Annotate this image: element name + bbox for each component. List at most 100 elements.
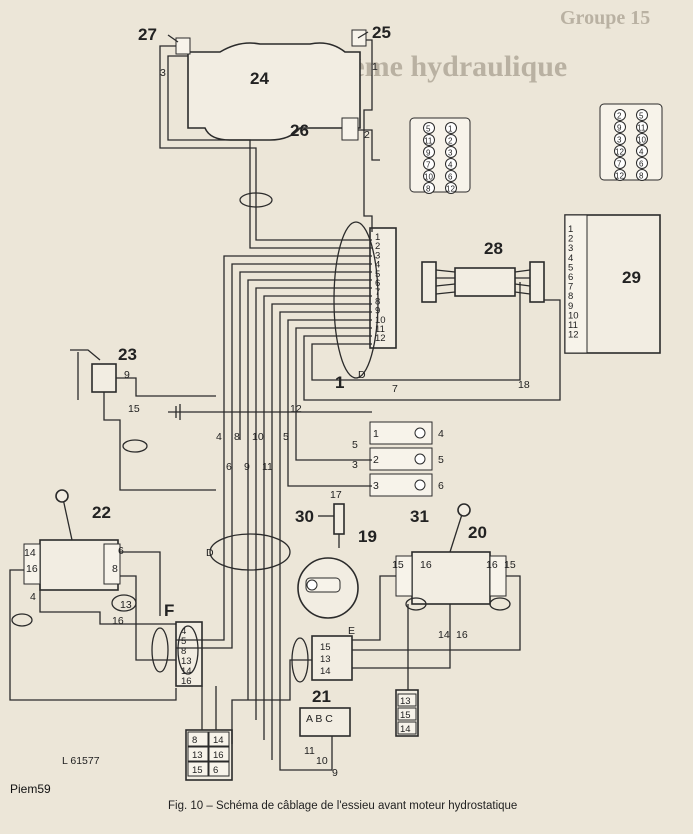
pin31-6: 6 [438, 480, 444, 492]
connector-bottom-cell [208, 731, 230, 747]
footer: L 61577 Piem59 Fig. 10 – Schéma de câbla… [10, 755, 517, 812]
connector-small-pin: 13 [400, 696, 411, 707]
connector-bottom-pin: 14 [213, 735, 224, 746]
connector-29-pin: 12 [568, 330, 579, 341]
connector-1-pin: 4 [375, 260, 380, 271]
grid-pin-label: 5 [639, 112, 644, 121]
grid-pin-label: 4 [448, 161, 453, 170]
label-17: 17 [330, 489, 342, 501]
grid-pin [423, 122, 435, 134]
label-29: 29 [622, 268, 641, 287]
wire-4-l: 4 [30, 591, 36, 603]
wire-18: 18 [518, 379, 530, 391]
connector-29-pin: 4 [568, 253, 573, 264]
wire-2: 2 [364, 129, 370, 141]
grid-pin [423, 182, 435, 194]
wire-10: 10 [252, 431, 264, 443]
grid-pin-label: 6 [448, 173, 453, 182]
grid-pin-label: 5 [426, 125, 431, 134]
grid-pin-label: 3 [617, 136, 622, 145]
grid-pin [614, 169, 626, 181]
connector-29-pin: 6 [568, 272, 573, 283]
wire-16-l: 16 [26, 563, 38, 575]
grid-pin [614, 121, 626, 133]
wire-15-r2: 15 [504, 559, 516, 571]
connector-bottom-pin: 13 [192, 750, 203, 761]
grid-pin [636, 169, 648, 181]
label-25: 25 [372, 23, 391, 42]
label-23: 23 [118, 345, 137, 364]
wire-11-b: 11 [304, 745, 315, 757]
grid-pin [445, 182, 457, 194]
connector-bottom-pin: 16 [213, 750, 224, 761]
grid-pin [614, 145, 626, 157]
label-26: 26 [290, 121, 309, 140]
label-27: 27 [138, 25, 157, 44]
connector-small-cell [397, 707, 417, 721]
wire-14-l: 14 [24, 547, 36, 559]
wire-12: 12 [290, 403, 302, 415]
grid-pin [636, 133, 648, 145]
grid-pin-label: 12 [615, 172, 624, 181]
wire-9b: 9 [244, 461, 250, 473]
label-22: 22 [92, 503, 111, 522]
wire-5b: 5 [352, 439, 358, 451]
grid-pin [636, 109, 648, 121]
wiring-harness: 3 1 2 7 18 12 5 4 8 10 6 9 11 5 3 [9, 39, 561, 771]
connector-29-pin: 10 [568, 310, 579, 321]
group-heading: Groupe 15 [560, 7, 650, 29]
connector-mid-pin: 14 [320, 666, 331, 677]
connector-bottom-cell [208, 761, 230, 777]
wire-16-l2: 16 [112, 615, 124, 627]
grid-pin [614, 109, 626, 121]
grid-pin-label: 9 [617, 124, 622, 133]
component-21: 21 A B C 11 10 9 [299, 687, 351, 779]
connector-bottom-pin: 8 [192, 735, 197, 746]
connector-bottom-cell [187, 731, 209, 747]
connector-F-pin: 13 [181, 656, 192, 667]
connector-29-pin: 9 [568, 301, 573, 312]
connector-F-pin: 4 [181, 626, 186, 637]
connector-29-pin: 1 [568, 224, 573, 235]
grid-pin-label: 11 [424, 137, 433, 146]
grid-pin [423, 146, 435, 158]
grid-pin-label: 12 [615, 148, 624, 157]
grid-pin [614, 157, 626, 169]
pin31-2: 2 [373, 454, 379, 466]
wire-15: 15 [128, 403, 140, 415]
component-28: 28 [421, 239, 545, 303]
label-20: 20 [468, 523, 487, 542]
connector-small-pin: 14 [400, 724, 411, 735]
grid-pin [445, 158, 457, 170]
connector-small: 13 15 14 [395, 689, 419, 737]
grid-pin-label: 10 [424, 173, 433, 182]
grid-pin-label: 10 [637, 136, 646, 145]
connector-29-pin: 7 [568, 282, 573, 293]
wire-7: 7 [392, 383, 398, 395]
wire-15-r1: 15 [392, 559, 404, 571]
wire-4: 4 [216, 431, 222, 443]
wire-9-b: 9 [332, 767, 338, 779]
grid-pin-label: 8 [426, 185, 431, 194]
grid-pin-label: 2 [448, 137, 453, 146]
connector-F-pin: 5 [181, 636, 186, 647]
connector-29-pin: 2 [568, 234, 573, 245]
connector-bottom-cell [187, 746, 209, 762]
wire-5: 5 [283, 431, 289, 443]
connector-1-pin: 12 [375, 333, 386, 344]
connector-small-pin: 15 [400, 710, 411, 721]
credit: Piem59 [10, 782, 51, 796]
label-D-bottom: D [206, 547, 214, 559]
wire-16-r2: 16 [486, 559, 498, 571]
connector-small-cell [397, 693, 417, 707]
connector-F-pin: 14 [181, 666, 192, 677]
connector-small-cell [397, 721, 417, 735]
connector-1-pin: 10 [375, 315, 386, 326]
grid-pin-label: 9 [426, 149, 431, 158]
connector-1-pin: 3 [375, 250, 380, 261]
grid-pin-label: 7 [426, 161, 431, 170]
